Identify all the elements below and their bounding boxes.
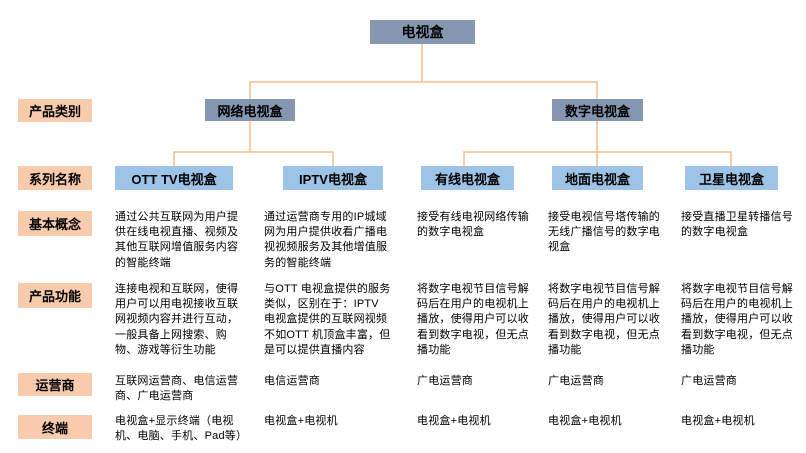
- root-node-tv-box: 电视盒: [370, 20, 475, 44]
- cell-terminal-ott: 电视盒+显示终端（电视机、电脑、手机、Pad等）: [115, 415, 248, 443]
- cell-concept-ott: 通过公共互联网为用户提供在线电视直播、视频及其他互联网增值服务内容的智能终端: [115, 211, 239, 269]
- cell-concept-terrestrial: 接受电视信号塔传输的无线广播信号的数字电视盒: [548, 211, 660, 254]
- cell-concept-iptv: 通过运营商专用的IP城域网为用户提供收看广播电视视频服务及其他增值服务的智能终端: [264, 211, 388, 269]
- row-label-series-name: 系列名称: [18, 166, 92, 190]
- row-label-operator: 运营商: [18, 373, 92, 396]
- row-label-terminal: 终端: [18, 415, 92, 439]
- cell-operator-cable: 广电运营商: [417, 375, 473, 387]
- cell-function-terrestrial: 将数字电视节目信号解码后在用户的电视机上播放，使得用户可以收看到数字电视，但无点…: [548, 283, 660, 356]
- series-node-satellite: 卫星电视盒: [685, 166, 778, 190]
- connector-root-split: [249, 81, 598, 99]
- cell-operator-ott: 互联网运营商、电信运营商、广电运营商: [115, 375, 239, 403]
- cell-terminal-satellite: 电视盒+电视机: [681, 415, 755, 427]
- cell-function-ott: 连接电视和互联网，使得用户可以用电视接收互联网视频内容并进行互动，一般具备上网搜…: [115, 283, 239, 356]
- series-node-terrestrial: 地面电视盒: [552, 166, 643, 190]
- cell-terminal-terrestrial: 电视盒+电视机: [548, 415, 622, 427]
- series-node-cable: 有线电视盒: [421, 166, 514, 190]
- category-node-digital-tv-box: 数字电视盒: [552, 99, 643, 121]
- cell-terminal-iptv: 电视盒+电视机: [264, 415, 338, 427]
- cell-function-cable: 将数字电视节目信号解码后在用户的电视机上播放，使得用户可以收看到数字电视，但无点…: [417, 283, 529, 356]
- cell-concept-satellite: 接受直播卫星转播信号的数字电视盒: [681, 211, 793, 239]
- row-label-product-category: 产品类别: [18, 99, 92, 122]
- cell-operator-satellite: 广电运营商: [681, 375, 737, 387]
- cell-function-satellite: 将数字电视节目信号解码后在用户的电视机上播放，使得用户可以收看到数字电视，但无点…: [681, 283, 793, 356]
- cell-terminal-cable: 电视盒+电视机: [417, 415, 491, 427]
- series-node-iptv: IPTV电视盒: [283, 166, 383, 190]
- row-label-basic-concept: 基本概念: [18, 211, 92, 236]
- cell-operator-iptv: 电信运营商: [264, 375, 320, 387]
- category-node-network-tv-box: 网络电视盒: [205, 99, 295, 121]
- cell-concept-cable: 接受有线电视网络传输的数字电视盒: [417, 211, 529, 239]
- row-label-product-function: 产品功能: [18, 283, 92, 308]
- cell-operator-terrestrial: 广电运营商: [548, 375, 604, 387]
- series-node-ott-tv: OTT TV电视盒: [115, 166, 233, 190]
- cell-function-iptv: 与OTT 电视盒提供的服务类似，区别在于：IPTV 电视盒提供的互联网视频不如O…: [264, 283, 391, 356]
- connector-network-split: [173, 151, 334, 166]
